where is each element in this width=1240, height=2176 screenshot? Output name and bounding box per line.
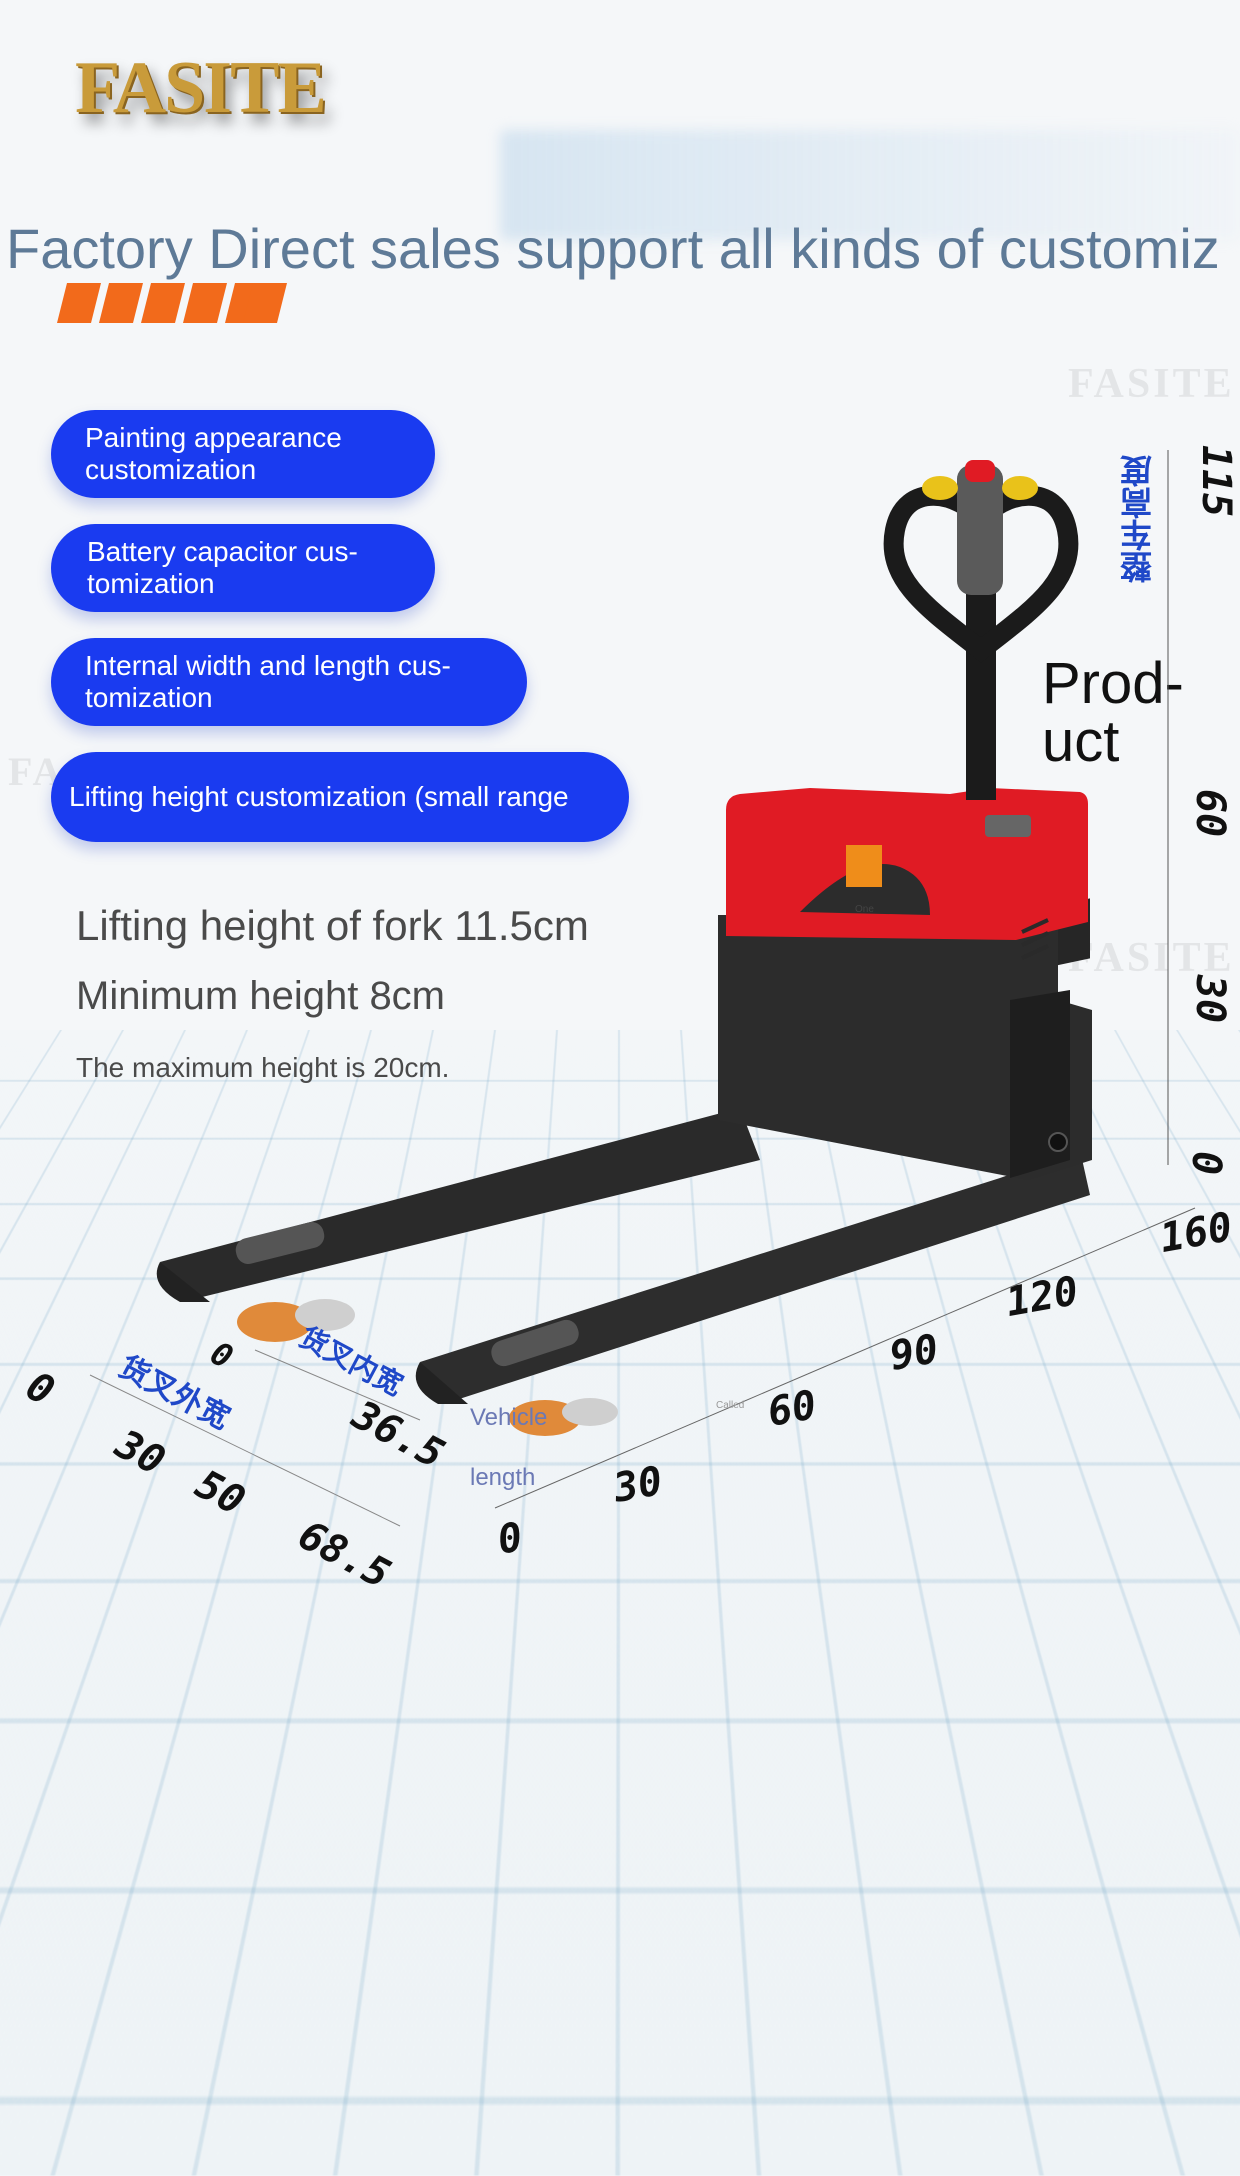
length-tick: 60 bbox=[764, 1382, 820, 1436]
product-label-line2: uct bbox=[1042, 709, 1120, 774]
feature-pill: Painting appearance customization bbox=[51, 410, 435, 498]
machine-small-text: One bbox=[855, 904, 874, 915]
height-ruler-ticks bbox=[1167, 450, 1169, 1165]
feature-label: Lifting height customization (small rang… bbox=[69, 781, 569, 812]
watermark: FASITE bbox=[1068, 361, 1235, 407]
length-tick: 30 bbox=[610, 1458, 666, 1512]
headline-backdrop bbox=[500, 130, 1240, 240]
length-small-label: Called bbox=[716, 1400, 745, 1411]
length-label-line2: length bbox=[470, 1464, 536, 1491]
spec-min-height: Minimum height 8cm bbox=[76, 974, 446, 1018]
feature-label: Internal width and length cus-tomization bbox=[85, 650, 451, 713]
feature-label: Battery capacitor cus-tomization bbox=[87, 536, 358, 599]
feature-pill: Battery capacitor cus-tomization bbox=[51, 524, 435, 612]
headline: Factory Direct sales support all kinds o… bbox=[6, 217, 1220, 280]
length-ruler-line bbox=[89, 1207, 1196, 1527]
brand-logo: FASITE bbox=[75, 47, 327, 129]
feature-pill: Lifting height customization (small rang… bbox=[51, 752, 629, 842]
product-label: Prod- uct bbox=[1042, 655, 1184, 771]
pallet-truck-illustration bbox=[156, 460, 1092, 1436]
feature-label: Painting appearance customization bbox=[85, 422, 342, 485]
spec-max-height: The maximum height is 20cm. bbox=[76, 1052, 450, 1083]
watermark: FASITE bbox=[1068, 935, 1235, 981]
length-label-line1: Vehicle bbox=[470, 1404, 548, 1431]
product-label-line1: Prod- bbox=[1042, 651, 1184, 716]
length-tick: 90 bbox=[886, 1326, 942, 1380]
spec-lift-height: Lifting height of fork 11.5cm bbox=[76, 902, 589, 949]
feature-pill: Internal width and length cus-tomization bbox=[51, 638, 527, 726]
